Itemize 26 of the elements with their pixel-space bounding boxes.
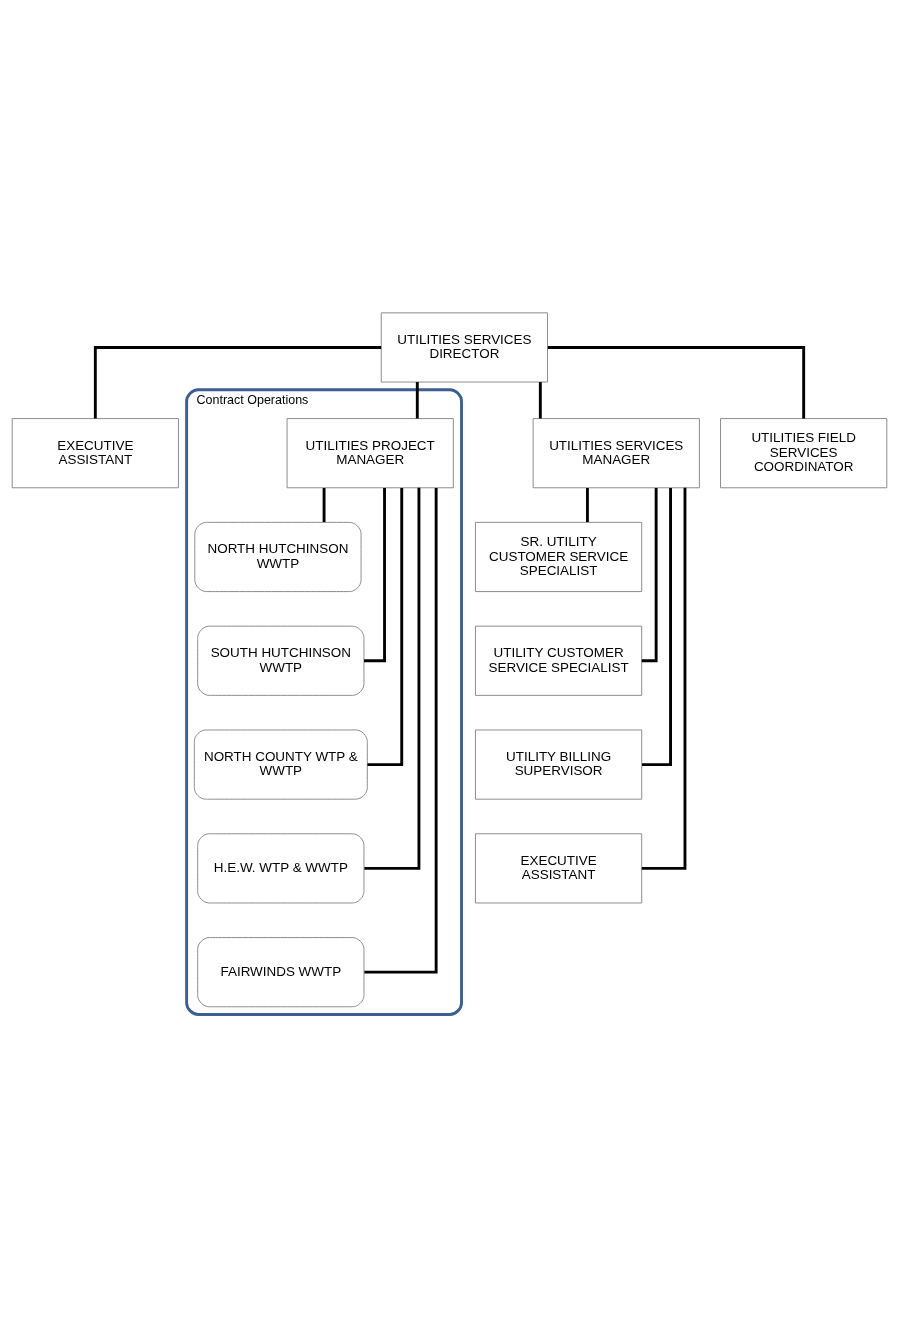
connector (642, 487, 672, 766)
node-box: UTILITIES FIELD SERVICES COORDINATOR (720, 417, 888, 488)
node-box: EXECUTIVE ASSISTANT (11, 417, 179, 488)
connector (93, 345, 382, 419)
connector (415, 381, 419, 418)
node-box: UTILITY BILLING SUPERVISOR (474, 729, 643, 800)
node-box: UTILITY CUSTOMER SERVICE SPECIALIST (474, 625, 643, 696)
node-box: FAIRWINDS WWTP (197, 936, 365, 1007)
node-box: SOUTH HUTCHINSON WWTP (197, 625, 365, 696)
node-box: EXECUTIVE ASSISTANT (474, 832, 643, 903)
connector (364, 487, 438, 974)
connector (538, 381, 542, 418)
node-box: UTILITIES PROJECT MANAGER (286, 417, 454, 488)
connector (364, 487, 421, 870)
node-box: H.E.W. WTP & WWTP (197, 832, 365, 903)
connector (322, 487, 326, 522)
connector (585, 487, 589, 522)
node-box: NORTH COUNTY WTP & WWTP (193, 729, 368, 800)
connector (641, 487, 658, 662)
connector (641, 487, 687, 870)
node-box: NORTH HUTCHINSON WWTP (194, 521, 362, 592)
connector (367, 487, 404, 766)
node-box: UTILITIES SERVICES MANAGER (532, 417, 700, 488)
connector (547, 345, 806, 419)
node-box: SR. UTILITY CUSTOMER SERVICE SPECIALIST (474, 521, 643, 592)
node-box: UTILITIES SERVICES DIRECTOR (380, 311, 548, 383)
